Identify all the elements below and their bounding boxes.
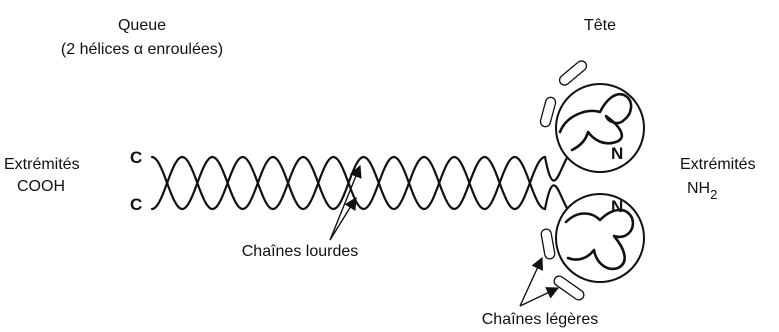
tail-coiled-coil	[150, 150, 574, 216]
heavy-chains-label: Chaînes lourdes	[242, 243, 359, 260]
cooh-label-line2: COOH	[17, 178, 65, 195]
cooh-label-line1: Extrémités	[4, 156, 80, 173]
light-chain-arrow-1	[519, 256, 544, 307]
heavy-chain-arrow-2	[329, 196, 357, 241]
head-bottom	[555, 193, 645, 283]
heavy-chain-arrows	[329, 164, 362, 241]
nh2-label-line2: NH2	[687, 180, 717, 202]
heavy-chain-strand-b	[150, 155, 574, 216]
light-chain-top-2	[539, 96, 557, 128]
heavy-chain-strand-a	[150, 150, 574, 211]
light-chain-arrow-2	[519, 287, 560, 307]
light-chain-arrows	[519, 256, 560, 307]
c-terminus-bottom: C	[130, 195, 142, 214]
nh2-base: NH	[687, 180, 710, 197]
light-chain-bottom-2	[553, 275, 585, 301]
head-top-loop	[558, 92, 633, 152]
tail-subtitle: (2 hélices α enroulées)	[61, 41, 223, 58]
heavy-chain-arrow-1	[329, 164, 362, 241]
light-chains	[539, 60, 588, 301]
n-terminus-bottom: N	[611, 197, 623, 216]
light-chain-bottom-1	[540, 228, 556, 260]
light-chains-label: Chaînes légères	[482, 311, 599, 328]
head-top	[555, 83, 645, 173]
n-terminus-top: N	[611, 144, 623, 163]
head-top-globe	[555, 83, 645, 173]
head-bottom-loop	[564, 208, 635, 271]
tail-title: Queue	[118, 17, 166, 34]
nh2-subscript: 2	[710, 187, 717, 202]
c-terminus-top: C	[130, 148, 142, 167]
nh2-label-line1: Extrémités	[680, 156, 756, 173]
head-bottom-globe	[555, 193, 645, 283]
light-chain-top-1	[558, 60, 588, 86]
head-title: Tête	[584, 17, 616, 34]
